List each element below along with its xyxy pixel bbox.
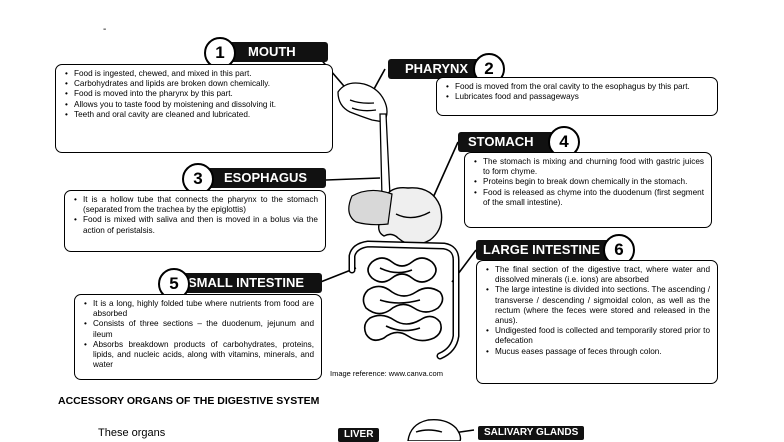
small-intestine-illustration (362, 257, 444, 342)
large-intestine-info-box: The final section of the digestive tract… (476, 260, 718, 384)
esophagus-title: ESOPHAGUS (224, 170, 308, 185)
liver-shape-illustration (348, 189, 393, 226)
mouth-item: Allows you to taste food by moistening a… (65, 100, 325, 110)
stomach-banner: STOMACH (458, 132, 566, 152)
large-intestine-item: The large intestine is divided into sect… (486, 285, 710, 326)
mouth-number-badge: 1 (204, 37, 236, 69)
pharynx-item: Food is moved from the oral cavity to th… (446, 82, 710, 92)
accessory-intro-text: These organs (98, 427, 166, 439)
accessory-heading: ACCESSORY ORGANS OF THE DIGESTIVE SYSTEM (58, 395, 320, 407)
esophagus-illustration (379, 113, 391, 199)
mouth-item: Food is moved into the pharynx by this p… (65, 89, 325, 99)
pharynx-banner: PHARYNX (388, 59, 488, 79)
salivary-glands-label: SALIVARY GLANDS (478, 426, 585, 440)
esophagus-item: Food is mixed with saliva and then is mo… (74, 215, 318, 235)
small-intestine-item: Consists of three sections – the duodenu… (84, 319, 314, 339)
stomach-item: The stomach is mixing and churning food … (474, 157, 704, 177)
large-intestine-illustration (348, 240, 460, 360)
mouth-item: Teeth and oral cavity are cleaned and lu… (65, 110, 325, 120)
esophagus-info-box: It is a hollow tube that connects the ph… (64, 190, 326, 252)
stomach-item: Food is released as chyme into the duode… (474, 188, 704, 208)
large-intestine-item: Undigested food is collected and tempora… (486, 326, 710, 346)
mouth-item: Food is ingested, chewed, and mixed in t… (65, 69, 325, 79)
head-illustration (337, 82, 388, 123)
large-intestine-banner: LARGE INTESTINE (476, 240, 610, 260)
esophagus-connector (325, 177, 381, 181)
stomach-title: STOMACH (468, 134, 534, 149)
mouth-title: MOUTH (248, 44, 296, 59)
small-intestine-info-box: It is a long, highly folded tube where n… (74, 294, 322, 380)
liver-label: LIVER (338, 428, 380, 442)
top-mark: - (103, 24, 107, 35)
small-intestine-banner: SMALL INTESTINE (176, 273, 322, 293)
esophagus-banner: ESOPHAGUS (196, 168, 326, 188)
small-intestine-title: SMALL INTESTINE (188, 275, 305, 290)
large-intestine-title: LARGE INTESTINE (483, 242, 601, 257)
bottom-head-illustration (407, 418, 462, 441)
stomach-info-box: The stomach is mixing and churning food … (464, 152, 712, 228)
small-intestine-item: Absorbs breakdown products of carbohydra… (84, 340, 314, 371)
pharynx-title: PHARYNX (405, 61, 469, 76)
stomach-connector (431, 141, 459, 201)
large-intestine-item: Mucus eases passage of feces through col… (486, 347, 710, 357)
pharynx-info-box: Food is moved from the oral cavity to th… (436, 77, 718, 116)
image-reference: Image reference: www.canva.com (330, 369, 443, 378)
mouth-item: Carbohydrates and lipids are broken down… (65, 79, 325, 89)
large-intestine-item: The final section of the digestive tract… (486, 265, 710, 285)
small-intestine-item: It is a long, highly folded tube where n… (84, 299, 314, 319)
mouth-info-box: Food is ingested, chewed, and mixed in t… (55, 64, 333, 153)
mouth-banner: MOUTH (222, 42, 328, 62)
pharynx-item: Lubricates food and passageways (446, 92, 710, 102)
stomach-item: Proteins begin to break down chemically … (474, 177, 704, 187)
esophagus-item: It is a hollow tube that connects the ph… (74, 195, 318, 215)
